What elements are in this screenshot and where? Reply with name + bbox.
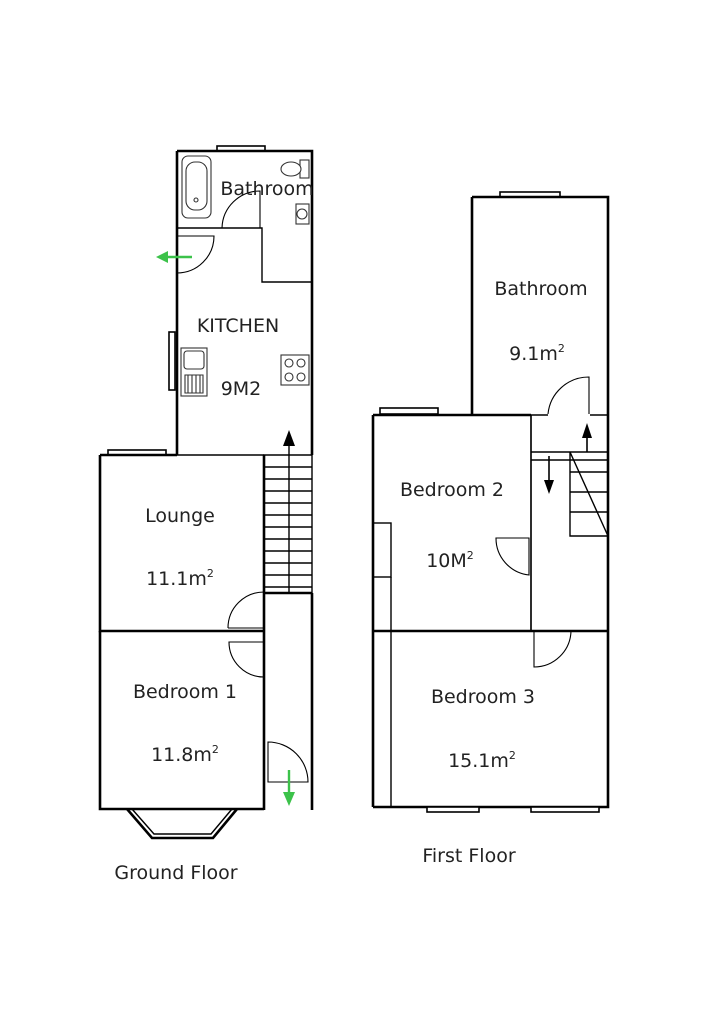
bedroom-1-area: 11.8m2 xyxy=(151,743,219,766)
first-bathroom-area-sup: 2 xyxy=(558,342,565,355)
lounge-area-sup: 2 xyxy=(207,567,214,580)
bedroom-2-door xyxy=(495,537,530,576)
lounge-area-value: 11.1m xyxy=(146,568,207,590)
bedroom-2-name: Bedroom 2 xyxy=(400,479,504,501)
bedroom-3-area-value: 15.1m xyxy=(448,750,509,772)
front-entrance-arrow-icon xyxy=(283,770,295,806)
first-floor-label: First Floor xyxy=(422,845,515,867)
bathtub-icon xyxy=(181,155,212,219)
bedroom-2-area-value: 10M xyxy=(426,550,467,572)
toilet-icon xyxy=(280,159,310,179)
ground-bathroom: Bathroom xyxy=(175,145,314,455)
ground-floor-label: Ground Floor xyxy=(114,862,237,884)
bedroom-2-area-sup: 2 xyxy=(467,549,474,562)
lounge: Lounge 11.1m2 xyxy=(98,449,266,633)
bedroom-2-window xyxy=(379,407,439,415)
bedroom-1-door xyxy=(228,641,265,678)
bedroom-3: Bedroom 3 15.1m2 xyxy=(373,629,610,813)
first-landing xyxy=(530,415,610,631)
kitchen-name: KITCHEN xyxy=(197,315,279,337)
lounge-name: Lounge xyxy=(145,505,215,527)
first-bathroom-name: Bathroom xyxy=(494,278,587,300)
bedroom-3-window-right xyxy=(530,806,600,813)
basin-icon xyxy=(295,203,310,225)
stairs-up-arrow-icon-first xyxy=(582,423,592,452)
bedroom-1-area-value: 11.8m xyxy=(151,744,212,766)
bedroom-3-window-left xyxy=(426,806,480,813)
first-bathroom-door xyxy=(547,376,590,415)
ground-bathroom-door xyxy=(221,190,261,229)
bedroom-3-area: 15.1m2 xyxy=(448,749,516,772)
bay-window xyxy=(126,808,239,840)
bedroom-2: Bedroom 2 10M2 xyxy=(371,407,532,807)
side-entrance-arrow-icon xyxy=(156,251,192,263)
lounge-area: 11.1m2 xyxy=(146,567,214,590)
bedroom-1: Bedroom 1 11.8m2 xyxy=(98,631,265,840)
sink-icon xyxy=(180,347,208,397)
bedroom-2-wardrobe xyxy=(372,522,392,578)
bedroom-3-name: Bedroom 3 xyxy=(431,686,535,708)
ground-bathroom-name: Bathroom xyxy=(220,178,313,200)
hob-icon xyxy=(280,354,310,386)
back-door xyxy=(176,235,215,274)
bedroom-2-area: 10M2 xyxy=(426,549,474,572)
kitchen: KITCHEN 9M2 xyxy=(168,235,314,455)
first-bathroom-area: 9.1m2 xyxy=(509,342,565,365)
first-bathroom: Bathroom 9.1m2 xyxy=(470,191,610,416)
bedroom-3-door xyxy=(533,630,572,668)
kitchen-area: 9M2 xyxy=(221,378,262,400)
first-bathroom-area-value: 9.1m xyxy=(509,343,558,365)
bedroom-1-area-sup: 2 xyxy=(212,743,219,756)
bedroom-3-area-sup: 2 xyxy=(509,749,516,762)
ground-floor-plan: Bathroom KITCHEN 9M2 xyxy=(98,145,314,884)
bedroom-1-name: Bedroom 1 xyxy=(133,681,237,703)
front-door xyxy=(267,741,309,783)
ground-stairs xyxy=(263,430,313,594)
stairs-down-arrow-icon xyxy=(544,456,554,494)
stairs-up-arrow-icon xyxy=(283,430,295,446)
first-floor-plan: Bathroom 9.1m2 xyxy=(371,191,610,867)
kitchen-window xyxy=(168,331,176,391)
lounge-door xyxy=(227,591,265,629)
